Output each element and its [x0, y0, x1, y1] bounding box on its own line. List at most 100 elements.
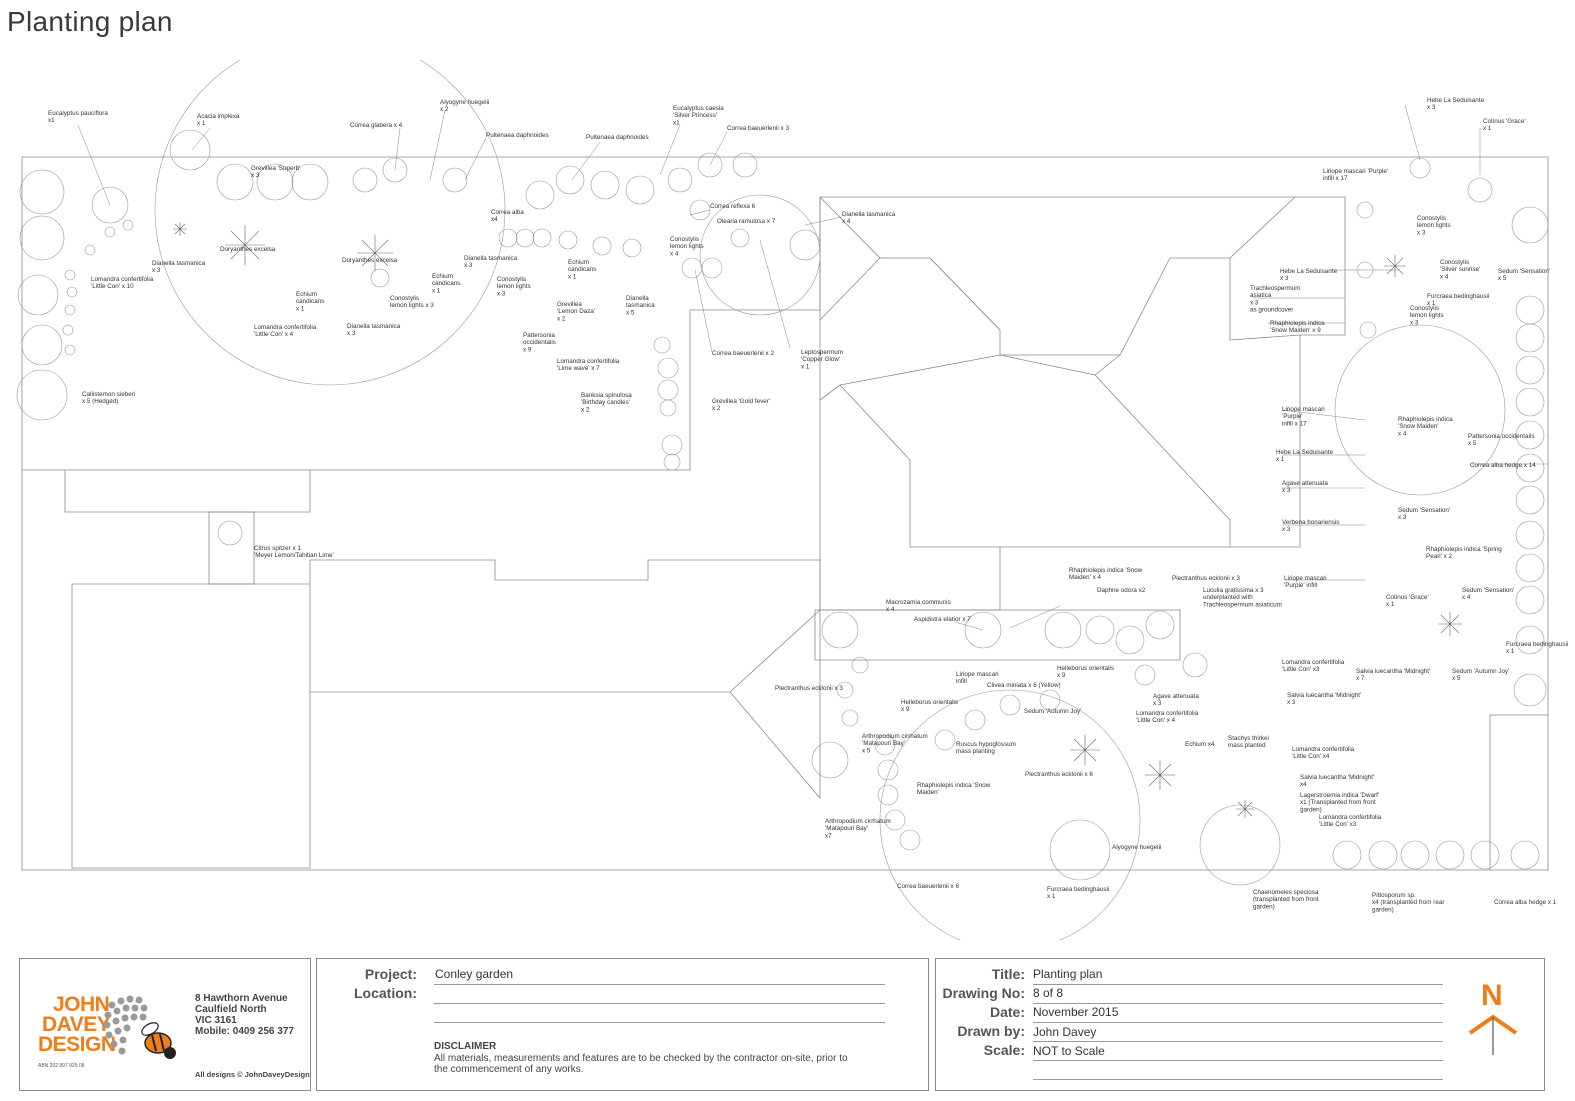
plant-symbols	[16, 60, 1549, 940]
plant-label-line: Alyogyne huegelii	[440, 99, 489, 106]
company-address: 8 Hawthorn Avenue Caulfield North VIC 31…	[195, 993, 294, 1037]
plant-label-line: x 5 (Hedged)	[82, 398, 118, 405]
plant-label-line: Grevillea	[557, 301, 582, 308]
plant-label-line: Plectranthus ecklonii x 3	[1172, 575, 1240, 582]
plant-label-line: Pattersonia	[523, 332, 555, 339]
plant-label-line: Liriope mascari	[1284, 575, 1327, 582]
plant-label-line: Rhaphiolepis indica 'Spring	[1426, 546, 1502, 553]
drawing-no-underline	[1033, 1003, 1443, 1004]
plant-label: Daphne odora x2	[1097, 587, 1146, 594]
plant-label-line: Dianella tasmanica	[347, 323, 401, 330]
plant-label-line: Echium	[568, 259, 589, 266]
plant-label-line: Stachys thirkei	[1228, 735, 1269, 742]
plant-label-line: x1 (Transplanted from front	[1300, 799, 1376, 806]
plant-label: Arthropodium cirrhatum'Matapouri Bay'x7	[825, 818, 891, 839]
plant-label-line: 'Matapouri Bay'	[862, 740, 905, 747]
plant-label: Liriope mascari 'Purple'infill x 17	[1323, 168, 1388, 182]
plant-label-line: Pattersonia occidentalis	[1468, 433, 1535, 440]
plant-label-line: x 4	[842, 218, 851, 225]
plant-label-line: 'Snow Maiden'	[1398, 423, 1439, 430]
date-value: November 2015	[1033, 1005, 1119, 1019]
plant-label-line: x 4	[886, 606, 895, 613]
plant-label-line: x 4	[1440, 273, 1449, 280]
plant-label-line: lemon lights	[1417, 222, 1451, 229]
plant-label-line: x 3	[1427, 104, 1436, 111]
plant-label-line: Dianella	[626, 295, 649, 302]
plant-label-line: Liriope mascari 'Purple'	[1323, 168, 1388, 175]
plant-label-line: 'Lime wave' x 7	[557, 365, 600, 372]
plant-label-line: Correa baeuerlenii x 2	[712, 350, 774, 357]
plant-label-line: Salvia luecantha 'Midnight'	[1287, 692, 1361, 699]
plant-label-line: Aspidistra elatior x 7	[914, 616, 971, 623]
plant-label-line: x 7	[1356, 675, 1365, 682]
plant-label: Lomandra confertifolia'Little Con' x 4	[254, 324, 317, 338]
plant-label-line: Eucalyptus pauciflora	[48, 110, 108, 117]
plant-label-line: x 4	[670, 250, 679, 257]
plant-label-line: Plectranthus ecklonii x 6	[1025, 771, 1093, 778]
plant-label-line: 'Matapouri Bay'	[825, 825, 868, 832]
plant-label: Salvia luecantha 'Midnight'x4	[1300, 774, 1374, 788]
address-line: 8 Hawthorn Avenue	[195, 993, 288, 1004]
disclaimer-text: All materials, measurements and features…	[434, 1053, 848, 1075]
plant-label-line: Lomandra confertifolia	[91, 276, 154, 283]
plant-label-line: 'Little Con' x3	[1319, 821, 1357, 828]
drawing-no-value: 8 of 8	[1033, 986, 1064, 1000]
plant-label-line: garden)	[1253, 903, 1275, 910]
address-phone: Mobile: 0409 256 377	[195, 1026, 294, 1037]
plant-label: Cotinus 'Grace'x 1	[1386, 594, 1429, 608]
plant-label: Lomandra confertifolia'Little Con' x 4	[1136, 710, 1199, 724]
plant-label-line: Helleborus orientalis	[901, 699, 958, 706]
plant-label-line: 'Copper Glow'	[801, 356, 840, 363]
plant-label-line: Sedum 'Sensation'	[1398, 507, 1450, 514]
plant-label-line: x 1	[197, 120, 206, 127]
plant-label-line: x 3	[1287, 699, 1296, 706]
plant-label: Sedum 'Sensation'x 3	[1398, 507, 1450, 521]
plant-label-line: Maiden'	[917, 789, 939, 796]
plant-label-line: Clivea miniata x 6 (Yellow)	[987, 682, 1061, 689]
plant-label: Lomandra confertifolia'Little Con' x4	[1292, 746, 1355, 760]
plant-label-line: garden)	[1300, 806, 1322, 813]
plant-label: Liriope mascari'Purple' infill	[1284, 575, 1327, 589]
plant-star-symbols	[173, 222, 1462, 818]
plant-label-line: x 1	[1506, 648, 1515, 655]
plant-label-line: x 2	[557, 315, 566, 322]
plant-label-line: x 3	[1153, 700, 1162, 707]
plant-label-line: x 3	[497, 290, 506, 297]
plant-label-line: Lomandra confertifolia	[1136, 710, 1199, 717]
plant-label-line: x4	[1300, 781, 1307, 788]
plant-label-line: 'Snow Maiden' x 9	[1270, 327, 1321, 334]
plant-label: Grevillea 'Gold fever'x 2	[712, 398, 770, 412]
plant-label-line: Correa alba hedge x 14	[1470, 462, 1536, 469]
plant-label-line: Chaenomeles speciosa	[1253, 889, 1319, 896]
plant-label-line: x 3	[1417, 229, 1426, 236]
plant-label-line: Echium	[432, 273, 453, 280]
plant-label: Sedum 'Autumn Joy'	[1024, 708, 1081, 715]
title-label: Title:	[991, 966, 1025, 982]
plant-label-line: Doryanthes excelsa	[342, 257, 398, 264]
plant-label-line: Conostylis	[1417, 215, 1446, 222]
plant-label-line: Furcraea bedinghausii	[1427, 293, 1489, 300]
leader-lines	[77, 104, 1548, 631]
plant-label-line: x 1	[296, 305, 305, 312]
plant-label-line: x 4	[1462, 594, 1471, 601]
plant-label-line: Acacia implexa	[197, 113, 240, 120]
plant-label-line: Pultenaea daphnoides	[586, 134, 649, 141]
plant-label-line: x 2	[440, 106, 449, 113]
plant-label-line: Citrus spitzer x 1	[254, 545, 301, 552]
location-label: Location:	[354, 985, 417, 1001]
plant-label-line: x 9	[901, 706, 910, 713]
plant-label-line: Cotinus 'Grace'	[1483, 118, 1526, 125]
plant-label-line: Hebe La Seduisante	[1427, 97, 1485, 104]
plant-label-line: Alyogyne huegelii	[1112, 844, 1161, 851]
